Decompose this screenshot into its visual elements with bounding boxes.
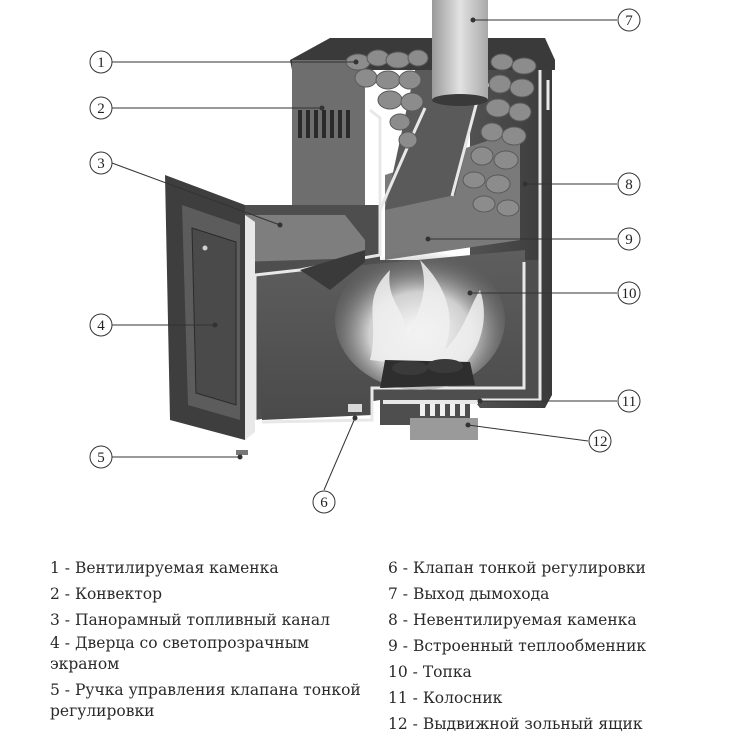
legend-left: 1 - Вентилируемая каменка 2 - Конвектор …	[50, 555, 370, 727]
legend-item-10: 10 - Топка	[388, 663, 472, 681]
callout-4: 4	[97, 318, 105, 334]
callout-1: 1	[97, 55, 105, 71]
callout-2: 2	[97, 101, 105, 117]
chimney-pipe	[432, 0, 488, 106]
callout-11: 11	[622, 394, 636, 410]
legend-item-11: 11 - Колосник	[388, 689, 503, 707]
legend-item-7: 7 - Выход дымохода	[388, 585, 550, 603]
callout-5: 5	[97, 450, 105, 466]
legend-item-4: 4 - Дверца со светопрозрачным экраном	[50, 634, 310, 673]
legend-item-6: 6 - Клапан тонкой регулировки	[388, 559, 646, 577]
legend-item-3: 3 - Панорамный топливный канал	[50, 611, 330, 629]
callout-3: 3	[97, 156, 105, 172]
callout-12: 12	[593, 434, 608, 450]
legend-right: 6 - Клапан тонкой регулировки 7 - Выход …	[388, 555, 728, 737]
leader-lines	[111, 19, 617, 491]
stove-cutaway-diagram: 1 2 3 4 5 6 7 8 9 10 11 12	[89, 0, 641, 514]
legend-item-2: 2 - Конвектор	[50, 585, 163, 603]
door	[165, 175, 255, 455]
stones-ventilated	[345, 49, 429, 149]
fine-adjust-valve	[348, 404, 362, 412]
fire	[335, 250, 505, 390]
callout-8: 8	[625, 177, 633, 193]
legend-item-12: 12 - Выдвижной зольный ящик	[388, 715, 643, 733]
legend-item-9: 9 - Встроенный теплообменник	[388, 637, 647, 655]
grate	[420, 402, 465, 416]
leader-dots	[212, 17, 528, 460]
legend-item-5: 5 - Ручка управления клапана тонкой регу…	[50, 681, 361, 720]
ash-box	[410, 418, 478, 440]
callout-10: 10	[622, 286, 637, 302]
callout-6: 6	[320, 495, 328, 511]
callouts	[89, 8, 641, 514]
callout-9: 9	[625, 232, 633, 248]
callout-7: 7	[625, 13, 633, 29]
stones-non-ventilated	[462, 53, 537, 217]
legend-item-8: 8 - Невентилируемая каменка	[388, 611, 637, 629]
convector-vents	[298, 110, 350, 138]
legend-item-1: 1 - Вентилируемая каменка	[50, 559, 279, 577]
